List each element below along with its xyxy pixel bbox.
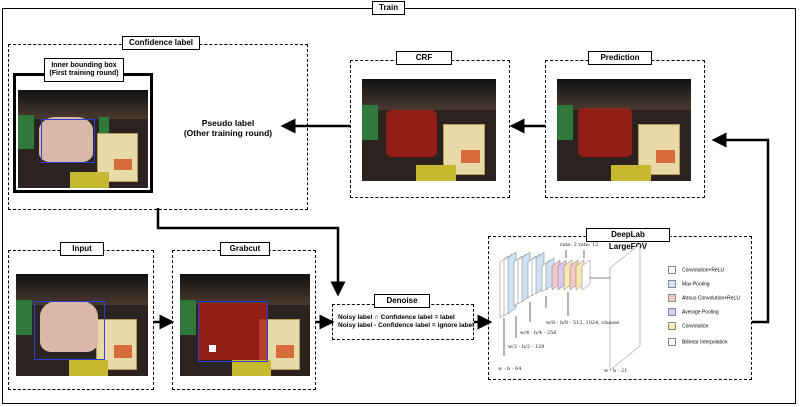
- train-title: Train: [372, 1, 406, 15]
- legend-swatch: [668, 322, 676, 330]
- crf-title: CRF: [396, 51, 452, 65]
- legend-swatch: [668, 338, 676, 346]
- pseudo-label-title: Pseudo label: [201, 118, 255, 128]
- legend-item: Average Pooling: [668, 308, 719, 316]
- dim-full: w · h · 64: [498, 366, 522, 372]
- denoise-rule-intersection: Noisy label ∩ Confidence label = label: [338, 314, 455, 321]
- inner-bounding-box-caption: Inner bounding box (First training round…: [44, 58, 124, 82]
- dim-quarter: w/4 · h/4 · 256: [520, 330, 557, 336]
- deeplab-title: DeepLab LargeFOV: [586, 228, 670, 251]
- prediction-photo: [557, 79, 691, 181]
- legend-swatch: [668, 294, 676, 302]
- confidence-photo: [18, 90, 148, 188]
- dim-half: w/2 · h/2 · 128: [508, 344, 545, 350]
- arrow-confidence-to-denoise: [156, 208, 346, 297]
- prediction-title: Prediction: [588, 51, 652, 65]
- layer-block: [581, 259, 591, 291]
- legend-item: Bilinear Interpolation: [668, 338, 728, 346]
- inner-bounding-box-label: Inner bounding box: [51, 62, 117, 69]
- legend-item: Atrous Convolution+ReLU: [668, 294, 740, 302]
- legend-swatch: [668, 280, 676, 288]
- output-block: [609, 243, 641, 371]
- grabcut-photo: [180, 274, 310, 376]
- inner-bounding-box-round: (First training round): [49, 70, 119, 77]
- legend-swatch: [668, 266, 676, 274]
- pseudo-label: Pseudo label (Other training round): [172, 118, 284, 138]
- dim-output: w · h · 21: [604, 368, 628, 374]
- legend-item: Convolution: [668, 322, 708, 330]
- confidence-label-title: Confidence label: [122, 36, 201, 50]
- legend-item: Convolution+ReLU: [668, 266, 724, 274]
- denoise-title: Denoise: [374, 294, 430, 308]
- crf-photo: [362, 79, 496, 181]
- legend-swatch: [668, 308, 676, 316]
- dim-eighth: w/8 · h/8 · 512, 1024, classes: [546, 320, 620, 326]
- rate-label: rate: 2 rate: 12: [560, 242, 599, 248]
- pseudo-label-round: (Other training round): [183, 128, 273, 138]
- denoise-rule-difference: Noisy label - Confidence label = ignore …: [338, 322, 474, 329]
- input-title: Input: [60, 242, 104, 256]
- arrow-deeplab-to-prediction: [711, 132, 770, 324]
- legend-item: Max Pooling: [668, 280, 710, 288]
- input-photo: [16, 274, 148, 376]
- grabcut-title: Grabcut: [220, 242, 270, 256]
